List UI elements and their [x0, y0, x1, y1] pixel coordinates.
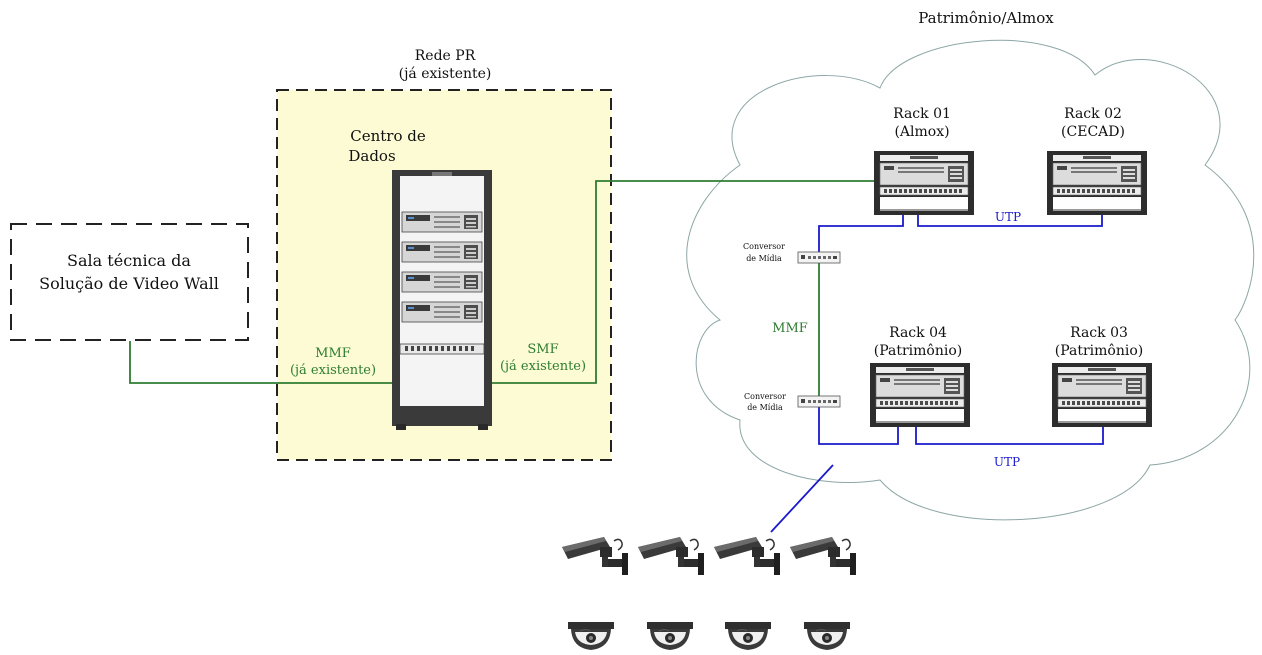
rack-02-label: Rack 02 [1064, 106, 1122, 122]
rack-02-icon [1046, 150, 1148, 216]
utp-bottom-label: UTP [994, 455, 1020, 469]
sala-tecnica-box [10, 223, 249, 341]
rack-02-sublabel: (CECAD) [1061, 124, 1125, 140]
rede-pr-subtitle: (já existente) [399, 66, 492, 82]
rack-04-sublabel: (Patrimônio) [874, 343, 962, 359]
rack-01-label: Rack 01 [893, 106, 951, 122]
sala-tecnica-label: Sala técnica da [67, 251, 191, 270]
dome-camera-icon [646, 621, 694, 651]
dome-camera-icon [724, 621, 772, 651]
media-converter-bottom-icon [797, 395, 841, 408]
bullet-camera-icon [637, 536, 705, 576]
centro-dados-label-line2: Dados [348, 147, 395, 165]
centro-dados-label: Centro de [350, 127, 426, 145]
conversor-top-label: Conversor [743, 242, 785, 251]
rede-pr-title: Rede PR [415, 48, 476, 64]
rack-03-label: Rack 03 [1070, 325, 1128, 341]
rack-04-icon [869, 362, 971, 428]
utp-link-bottom [915, 418, 1104, 445]
rack-01-icon [873, 150, 975, 216]
bullet-camera-icon [713, 536, 781, 576]
media-converter-top-icon [797, 251, 841, 264]
camera-link [770, 464, 834, 533]
patrimonio-cloud [686, 39, 1255, 521]
conversor-bottom-label: Conversor [744, 392, 786, 401]
bullet-camera-icon [561, 536, 629, 576]
dome-camera-icon [567, 621, 615, 651]
sala-tecnica-label-line2: Solução de Video Wall [39, 274, 219, 293]
conversor-top-sublabel: de Mídia [746, 254, 782, 263]
mmf-left-sublabel: (já existente) [290, 363, 376, 378]
rack-03-icon [1051, 362, 1153, 428]
dome-camera-icon [803, 621, 851, 651]
cloud-title: Patrimônio/Almox [918, 9, 1054, 27]
server-rack-icon [392, 170, 492, 430]
bullet-camera-icon [789, 536, 857, 576]
smf-label: SMF [527, 342, 558, 357]
rack-03-sublabel: (Patrimônio) [1055, 343, 1143, 359]
smf-sublabel: (já existente) [500, 359, 586, 374]
mmf-left-label: MMF [315, 346, 351, 361]
utp-top-label: UTP [995, 210, 1021, 224]
rack-01-sublabel: (Almox) [894, 124, 949, 140]
conversor-bottom-sublabel: de Mídia [747, 403, 783, 412]
rack-04-label: Rack 04 [889, 325, 947, 341]
mmf-cloud-label: MMF [772, 321, 808, 336]
utp-link-converter-bottom [818, 407, 899, 445]
